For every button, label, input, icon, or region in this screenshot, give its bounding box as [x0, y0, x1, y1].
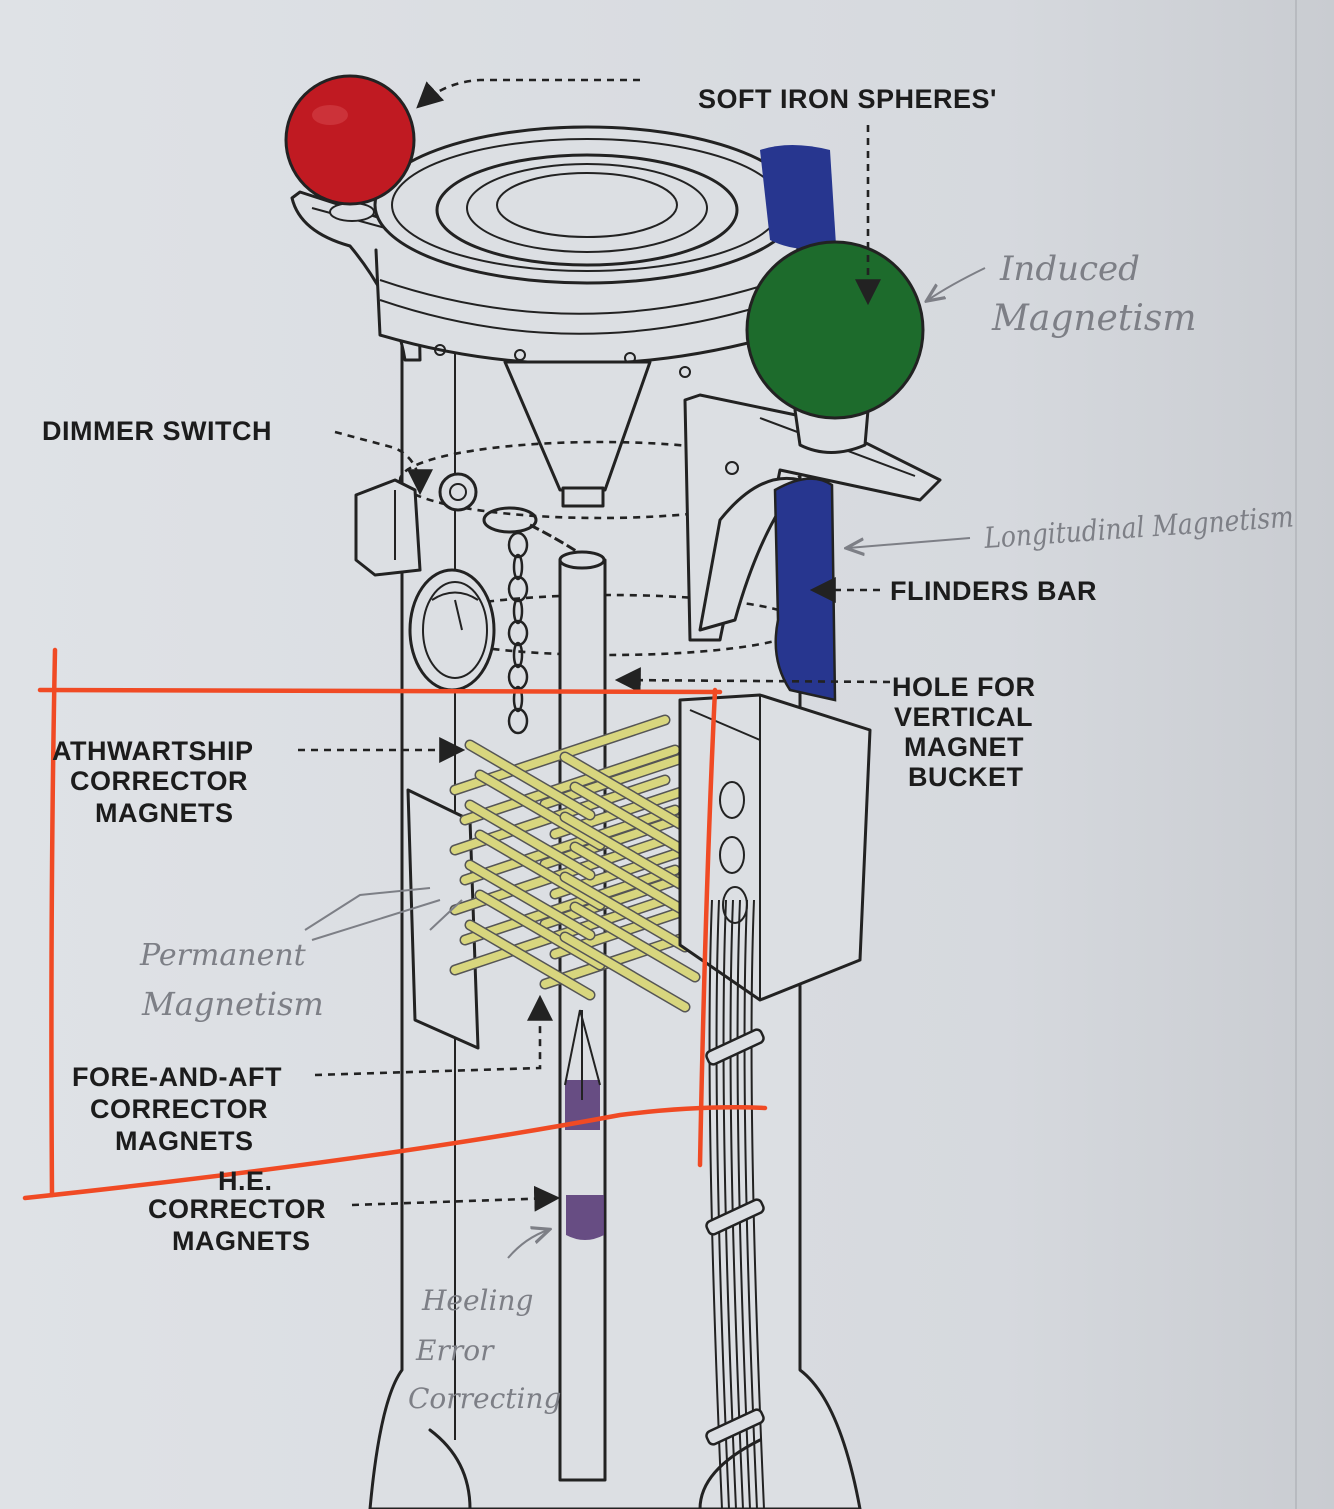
label-athwartship-1: ATHWARTSHIP: [52, 736, 254, 766]
chain-link: [507, 531, 529, 559]
label-hole-for-1: HOLE FOR: [892, 672, 1036, 702]
note-permanent: Permanent: [139, 938, 307, 973]
chain-link: [507, 619, 529, 647]
chain-ring: [482, 506, 538, 534]
arrow-dimmer-switch: [334, 430, 433, 496]
note-heeling: Heeling: [421, 1284, 533, 1317]
label-fore-and-aft-3: MAGNETS: [115, 1126, 254, 1156]
red-sphere-icon: [284, 74, 416, 206]
junction-box: [678, 693, 872, 1002]
handwritten-pointers: [304, 267, 986, 1259]
label-soft-iron-spheres: SOFT IRON SPHERES': [698, 84, 997, 114]
cable: [715, 899, 730, 1509]
chain-link: [507, 707, 529, 735]
note-correcting: Correcting: [408, 1382, 561, 1415]
fore-aft-magnet-rod: [571, 843, 699, 921]
red-sphere-bracket: [290, 190, 422, 362]
gauge-icon: [408, 568, 496, 692]
cable: [722, 899, 737, 1509]
chain-link: [512, 597, 524, 625]
highlight-box: [22, 647, 768, 1201]
cable-clip: [705, 1198, 765, 1236]
fore-aft-magnet-rod: [466, 861, 594, 939]
fore-aft-magnet-rod: [561, 753, 689, 831]
label-hole-for-4: BUCKET: [908, 762, 1024, 792]
chain-link: [507, 663, 529, 691]
note-magnetism: Magnetism: [991, 298, 1196, 339]
fore-aft-magnet-rod: [476, 891, 604, 969]
pointer-lines: [298, 78, 891, 1212]
label-he-1: H.E.: [218, 1166, 273, 1196]
arrow-soft-iron-red: [416, 78, 640, 109]
label-athwartship-2: CORRECTOR: [70, 766, 248, 796]
fore-aft-magnet-rod: [466, 921, 594, 999]
note-induced: Induced: [999, 249, 1140, 289]
corrector-magnets-lattice: [449, 714, 771, 1013]
fore-aft-magnet-rod: [571, 783, 699, 861]
fore-aft-magnet-rod: [466, 741, 594, 819]
chain-link: [507, 575, 529, 603]
cable: [708, 899, 723, 1509]
label-dimmer-switch: DIMMER SWITCH: [42, 416, 272, 446]
compass-bowl: [373, 125, 801, 378]
label-fore-and-aft-1: FORE-AND-AFT: [72, 1062, 282, 1092]
funnel-lamp: [503, 360, 652, 508]
cable: [750, 899, 765, 1509]
cable: [736, 899, 751, 1509]
arrow-fore-and-aft: [314, 994, 553, 1077]
label-he-3: MAGNETS: [172, 1226, 311, 1256]
cable-clip: [705, 1408, 765, 1446]
blue-cylinder-top: [760, 145, 836, 249]
note-magnetism-2: Magnetism: [141, 985, 324, 1023]
fore-aft-magnet-rod: [571, 903, 699, 981]
label-hole-for-3: MAGNET: [904, 732, 1024, 762]
label-flinders-bar: FLINDERS BAR: [890, 576, 1097, 606]
chain-link: [512, 553, 524, 581]
label-athwartship-3: MAGNETS: [95, 798, 234, 828]
chain-link: [512, 685, 524, 713]
fore-aft-magnet-rod: [561, 873, 689, 951]
flinders-bar-icon: [773, 477, 837, 702]
cable: [743, 899, 758, 1509]
fore-aft-magnet-rod: [476, 831, 604, 909]
fore-aft-magnet-rod: [561, 933, 689, 1011]
label-hole-for-2: VERTICAL: [894, 702, 1033, 732]
note-error: Error: [415, 1334, 495, 1367]
cable-clip: [705, 1028, 765, 1066]
fore-aft-magnet-rod: [561, 813, 689, 891]
arrow-hole-vertical-bucket: [614, 667, 891, 694]
cable: [729, 899, 744, 1509]
chain-link: [512, 641, 524, 669]
arrow-he-corrector: [351, 1185, 561, 1212]
label-he-2: CORRECTOR: [148, 1194, 326, 1224]
fore-aft-magnet-rod: [476, 771, 604, 849]
fore-aft-magnet-rod: [466, 801, 594, 879]
dimmer-switch-icon: [354, 472, 478, 577]
cable-bundle: [705, 899, 765, 1509]
he-corrector-magnets-icon: [566, 1195, 604, 1240]
label-fore-and-aft-2: CORRECTOR: [90, 1094, 268, 1124]
